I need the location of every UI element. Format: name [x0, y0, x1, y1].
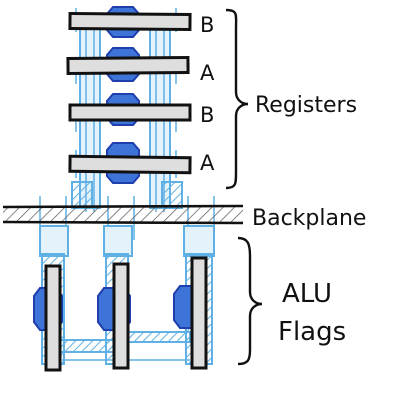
register-letter: B [200, 103, 214, 127]
register-letter: A [200, 61, 215, 85]
alu-bars [44, 256, 208, 372]
registers-label: Registers [255, 93, 357, 118]
backplane-label: Backplane [252, 206, 366, 231]
register-letter: A [200, 151, 215, 175]
register-bars [66, 11, 192, 175]
register-bar-a-upper [66, 55, 190, 76]
registers-brace [225, 8, 249, 190]
register-to-backplane-connectors [39, 181, 215, 240]
register-bar-b-lower [68, 103, 192, 122]
alu-flags-brace [237, 236, 263, 366]
register-bar-b-top [68, 11, 192, 32]
backplane-bar [2, 204, 244, 225]
alu-bar-3 [190, 256, 208, 370]
register-letter: B [200, 13, 214, 37]
flags-label: Flags [278, 317, 346, 347]
register-bar-a-bottom [68, 154, 192, 175]
alu-bar-1 [44, 264, 62, 372]
alu-bar-2 [112, 262, 130, 370]
register-letters: B A B A [200, 13, 215, 175]
alu-label: ALU [282, 279, 332, 309]
